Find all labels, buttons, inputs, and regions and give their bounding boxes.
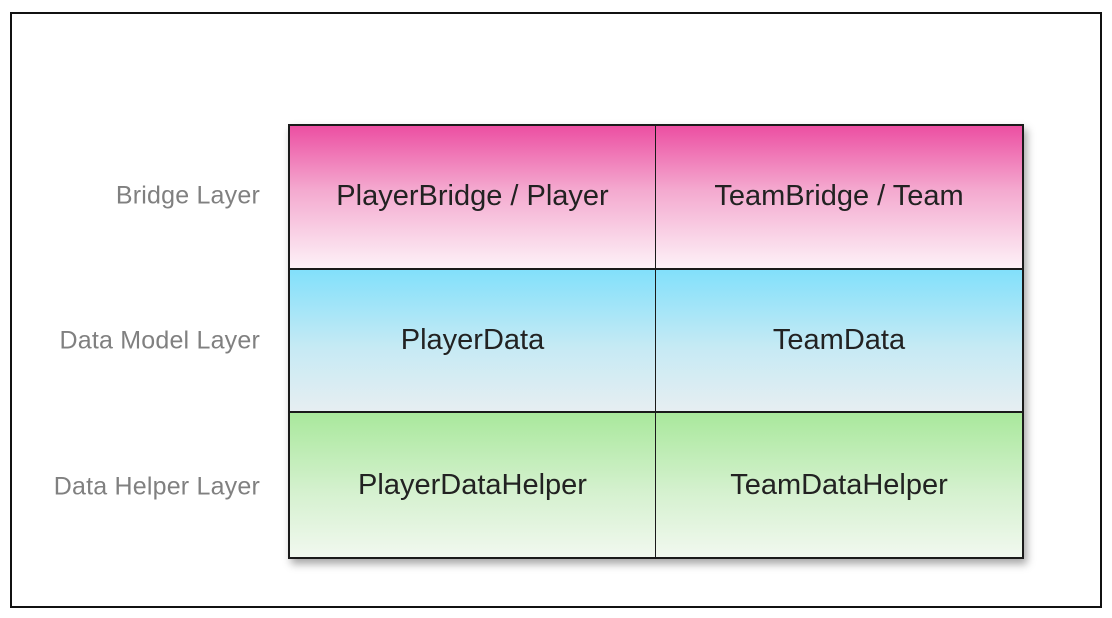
data-model-layer-label: Data Model Layer [59,326,260,355]
team-data-helper-cell: TeamDataHelper [656,413,1022,557]
bridge-layer-label: Bridge Layer [115,181,260,210]
team-data-cell: TeamData [656,269,1022,414]
layer-grid: PlayerBridge / Player TeamBridge / Team … [288,124,1024,559]
data-helper-layer-label: Data Helper Layer [53,472,260,501]
player-data-cell: PlayerData [290,269,656,414]
team-bridge-cell: TeamBridge / Team [656,126,1022,270]
player-bridge-cell: PlayerBridge / Player [290,126,656,270]
player-data-helper-cell: PlayerDataHelper [290,413,656,557]
